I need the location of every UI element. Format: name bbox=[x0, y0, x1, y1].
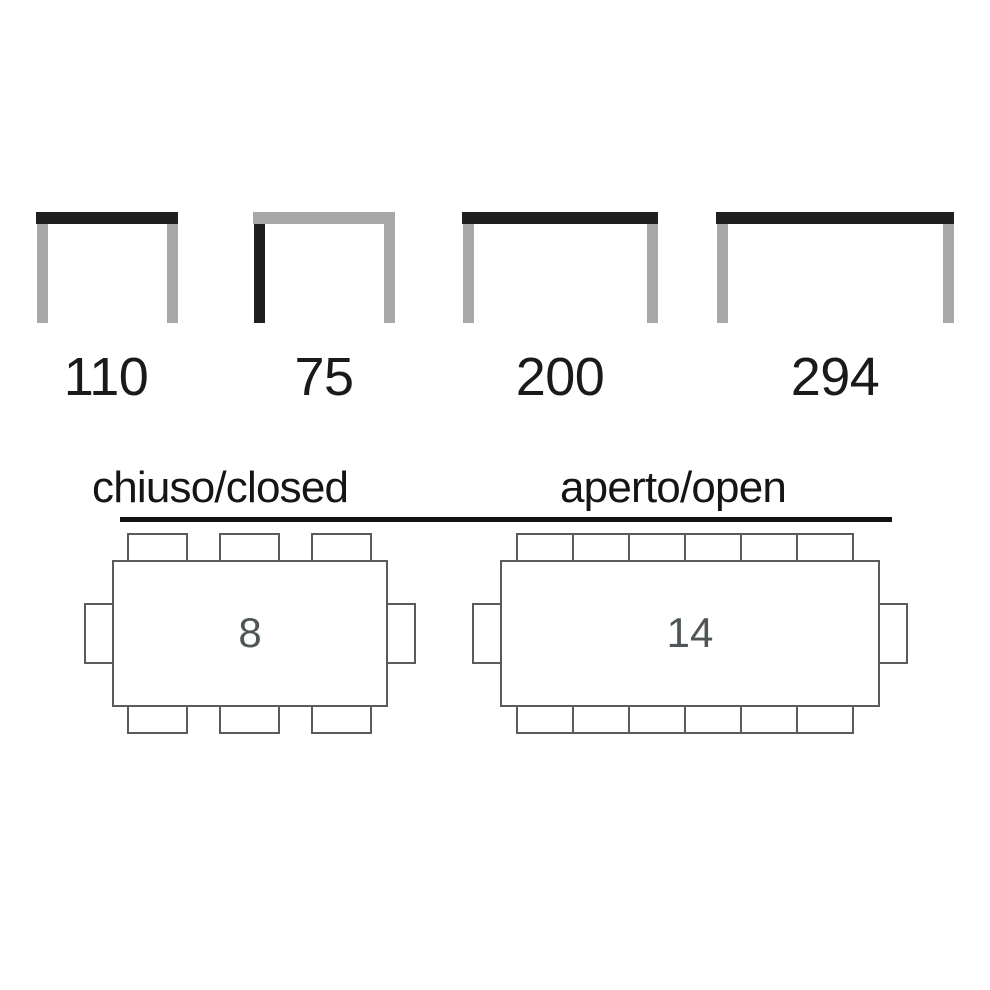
caption-underline-rule bbox=[120, 517, 892, 522]
table-top-bar-200 bbox=[462, 212, 658, 224]
seat-count-closed: 8 bbox=[238, 609, 262, 656]
table-surface-open bbox=[500, 560, 880, 707]
dimension-label-294: 294 bbox=[790, 347, 880, 407]
seat-count-open: 14 bbox=[666, 609, 714, 656]
table-leg-left-75 bbox=[254, 224, 265, 323]
table-leg-left-200 bbox=[463, 224, 474, 323]
table-top-bar-294 bbox=[716, 212, 954, 224]
table-leg-right-294 bbox=[943, 224, 954, 323]
dimension-label-110: 110 bbox=[63, 347, 149, 407]
table-leg-right-110 bbox=[167, 224, 178, 323]
table-surface-closed bbox=[112, 560, 388, 707]
table-top-bar-110 bbox=[36, 212, 178, 224]
caption-chiuso-closed: chiuso/closed bbox=[92, 463, 349, 512]
dimension-label-200: 200 bbox=[515, 347, 605, 407]
table-leg-right-75 bbox=[384, 224, 395, 323]
dimension-label-75: 75 bbox=[294, 347, 354, 407]
table-leg-left-110 bbox=[37, 224, 48, 323]
caption-aperto-open: aperto/open bbox=[560, 463, 787, 512]
table-leg-left-294 bbox=[717, 224, 728, 323]
table-leg-right-200 bbox=[647, 224, 658, 323]
table-top-bar-75 bbox=[253, 212, 395, 224]
